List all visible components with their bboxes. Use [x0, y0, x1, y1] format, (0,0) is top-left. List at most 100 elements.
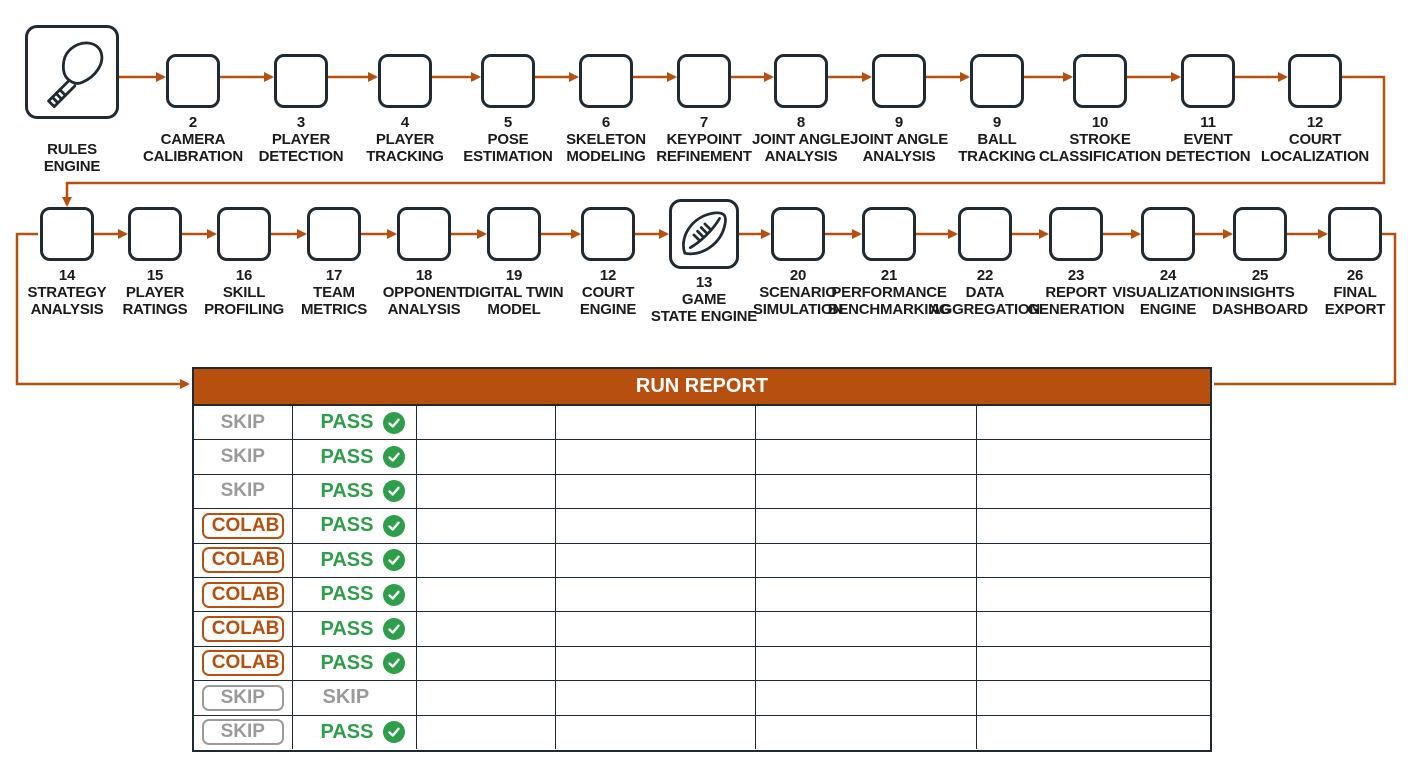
mode-cell: SKIP	[194, 680, 293, 716]
status-text: PASS	[320, 479, 374, 502]
stage-name-line: PROFILING	[204, 301, 284, 318]
stage-node-rules-engine[interactable]	[25, 25, 119, 119]
stage-name-line: ANALYSIS	[30, 301, 104, 318]
stage-number: 17	[325, 267, 343, 284]
stage-number: 9	[992, 114, 1002, 131]
stage-name-line: JOINT ANGLE	[849, 131, 949, 148]
stage-node-player-detection[interactable]	[274, 54, 328, 108]
stage-node-player-tracking[interactable]	[378, 54, 432, 108]
empty-cell	[754, 576, 977, 613]
stage-node-team-metrics[interactable]	[307, 207, 361, 261]
stage-node-joint-angle-analysis[interactable]	[872, 54, 926, 108]
stage-name-line: EXPORT	[1324, 301, 1386, 318]
stage-node-stroke-classification[interactable]	[1073, 54, 1127, 108]
stage-number: 5	[503, 114, 513, 131]
stage-name-line: EVENT	[1183, 131, 1233, 148]
stage-number: 23	[1067, 267, 1085, 284]
stage-node-insights-dashboard[interactable]	[1233, 207, 1287, 261]
stage-node-skill-profiling[interactable]	[217, 207, 271, 261]
stage-node-ball-tracking[interactable]	[970, 54, 1024, 108]
check-circle-icon	[383, 618, 406, 641]
status-text: PASS	[320, 583, 374, 606]
run-report-title: RUN REPORT	[194, 369, 1210, 406]
skip-badge: SKIP	[220, 446, 265, 468]
stage-node-data-aggregation[interactable]	[958, 207, 1012, 261]
stage-name-line: METRICS	[300, 301, 368, 318]
stage-node-report-generation[interactable]	[1049, 207, 1103, 261]
stage-name-line: STATE ENGINE	[650, 308, 758, 325]
stage-node-performance-benchmarking[interactable]	[862, 207, 916, 261]
stage-node-visualization-engine[interactable]	[1141, 207, 1195, 261]
stage-name-line: ANALYSIS	[764, 148, 838, 165]
stage-name-line: ENGINE	[43, 158, 101, 175]
empty-cell	[554, 680, 756, 716]
colab-badge: COLAB	[201, 650, 284, 677]
stage-node-game-state-engine[interactable]	[669, 199, 739, 269]
empty-cell	[975, 576, 1210, 613]
empty-cell	[415, 645, 556, 682]
stage-name-line: PERFORMANCE	[831, 284, 947, 301]
skip-badge: SKIP	[201, 684, 284, 711]
stage-node-skeleton-modeling[interactable]	[579, 54, 633, 108]
status-text: PASS	[320, 411, 374, 434]
stage-name-line: SKILL	[222, 284, 266, 301]
stage-node-camera-calibration[interactable]	[166, 54, 220, 108]
stage-name-line: BENCHMARKING	[827, 301, 951, 318]
stage-node-pose-estimation[interactable]	[481, 54, 535, 108]
stage-node-joint-angle-analysis[interactable]	[774, 54, 828, 108]
stage-node-strategy-analysis[interactable]	[40, 207, 94, 261]
stage-number: 3	[296, 114, 306, 131]
check-circle-icon	[383, 480, 406, 503]
empty-cell	[975, 611, 1210, 647]
pass-status: PASS	[321, 446, 406, 469]
stage-number: 25	[1251, 267, 1269, 284]
pass-status: PASS	[321, 583, 406, 606]
stage-number: 21	[880, 267, 898, 284]
stage-name-line: SKELETON	[566, 131, 646, 148]
stage-node-player-ratings[interactable]	[128, 207, 182, 261]
stage-node-scenario-simulation[interactable]	[771, 207, 825, 261]
empty-cell	[754, 714, 977, 749]
empty-cell	[554, 714, 756, 749]
result-cell: SKIP	[291, 680, 417, 716]
stage-name-line: ANALYSIS	[862, 148, 936, 165]
check-circle-icon	[383, 514, 406, 537]
stage-node-digital-twin-model[interactable]	[487, 207, 541, 261]
check-circle-icon	[383, 411, 406, 434]
status-text: SKIP	[322, 686, 370, 709]
pass-status: PASS	[321, 652, 406, 675]
stage-node-event-detection[interactable]	[1181, 54, 1235, 108]
skip-badge: SKIP	[220, 480, 265, 502]
stage-node-opponent-analysis[interactable]	[397, 207, 451, 261]
result-cell: PASS	[291, 645, 417, 682]
empty-cell	[415, 611, 556, 647]
table-row: SKIP SKIP	[194, 680, 1210, 716]
stage-node-court-localization[interactable]	[1288, 54, 1342, 108]
stage-name-line: PLAYER	[375, 131, 435, 148]
stage-name-line: VISUALIZATION	[1112, 284, 1224, 301]
empty-cell	[754, 645, 977, 682]
stage-node-court-engine[interactable]	[581, 207, 635, 261]
empty-cell	[975, 473, 1210, 510]
stage-name-line: CAMERA	[160, 131, 226, 148]
stage-node-keypoint-refinement[interactable]	[677, 54, 731, 108]
empty-cell	[554, 406, 756, 441]
empty-cell	[554, 473, 756, 510]
stage-node-final-export[interactable]	[1328, 207, 1382, 261]
stage-number: 2	[188, 114, 198, 131]
stage-name-line: OPPONENT	[382, 284, 466, 301]
mode-cell: COLAB	[194, 645, 293, 682]
stage-name-line: SCENARIO	[759, 284, 837, 301]
stage-number: 22	[976, 267, 994, 284]
empty-cell	[975, 406, 1210, 441]
empty-cell	[754, 439, 977, 475]
stage-name-line: COURT	[1288, 131, 1342, 148]
